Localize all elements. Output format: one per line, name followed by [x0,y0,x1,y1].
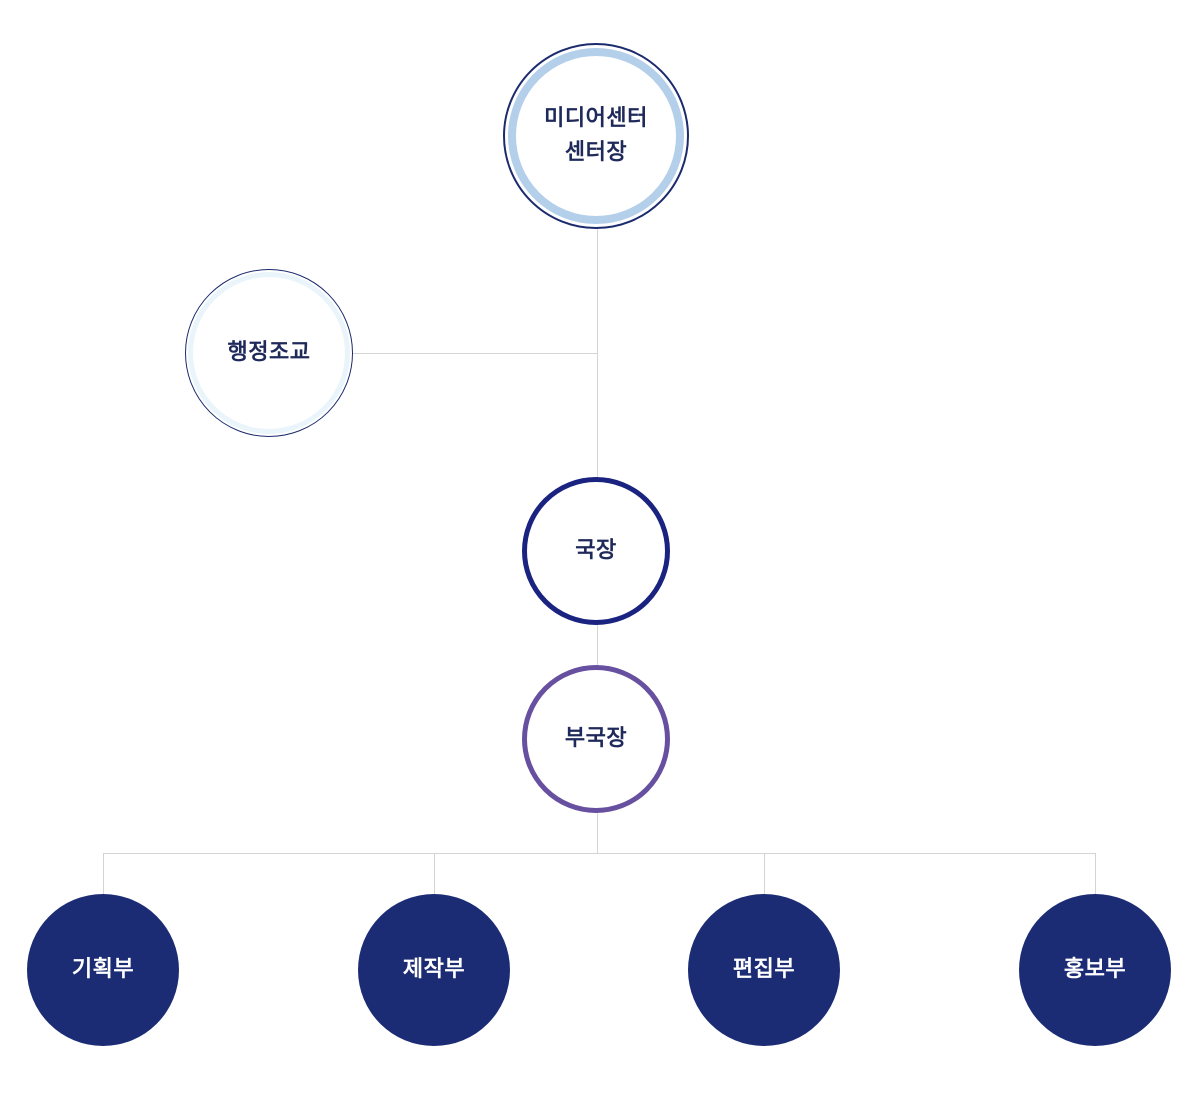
connector-dept-1 [103,853,104,894]
node-director-label: 국장 [575,538,617,563]
node-deputy-director: 부국장 [522,665,670,813]
connector-admin-branch [353,353,598,354]
node-promotion-department-label: 홍보부 [1063,957,1127,982]
node-production-department: 제작부 [358,894,510,1046]
node-director: 국장 [522,477,670,625]
connector-dept-4 [1095,853,1096,894]
node-media-center-line2: 센터장 [564,140,628,165]
connector-dept-3 [764,853,765,894]
node-editing-department: 편집부 [688,894,840,1046]
node-deputy-director-label: 부국장 [564,726,628,751]
node-media-center-line1: 미디어센터 [544,106,648,131]
connector-deputy-to-departments [597,813,598,853]
node-production-department-label: 제작부 [402,957,466,982]
node-administrative-assistant-label: 행정조교 [227,340,311,365]
node-planning-department: 기획부 [27,894,179,1046]
node-promotion-department: 홍보부 [1019,894,1171,1046]
connector-department-bus [103,853,1096,854]
node-media-center-director: 미디어센터 센터장 [503,43,689,229]
node-planning-department-label: 기획부 [71,957,135,982]
node-editing-department-label: 편집부 [732,957,796,982]
connector-director-to-deputy [597,625,598,665]
node-administrative-assistant: 행정조교 [185,269,353,437]
connector-dept-2 [434,853,435,894]
